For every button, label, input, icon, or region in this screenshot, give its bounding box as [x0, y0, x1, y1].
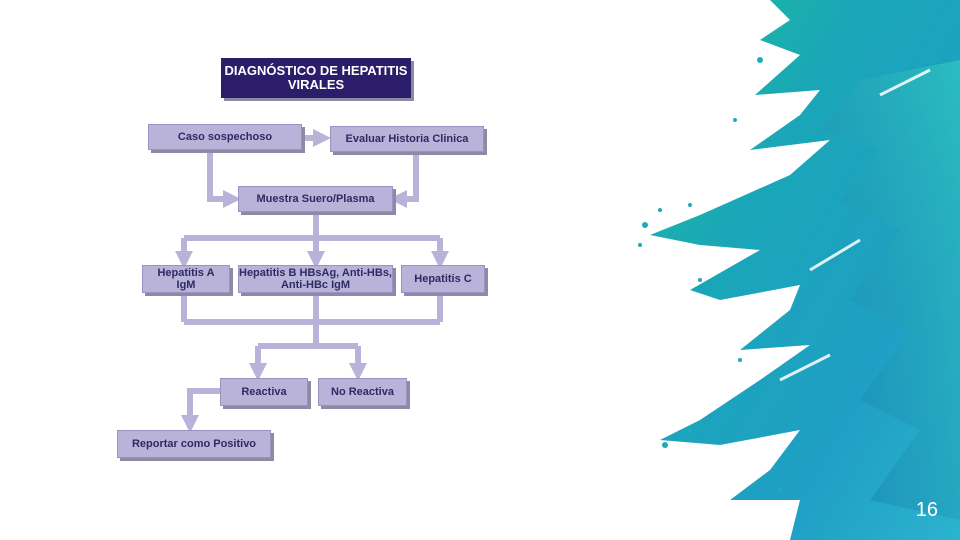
page-number: 16 [915, 499, 938, 521]
node-reportar-positivo-label: Reportar como Positivo [131, 438, 257, 450]
node-no-reactiva: No Reactiva [318, 378, 407, 406]
node-evaluar-historia-label: Evaluar Historia Clinica [345, 133, 469, 145]
node-hepatitis-b: Hepatitis B HBsAg, Anti-HBs, Anti-HBc Ig… [238, 265, 393, 293]
node-evaluar-historia: Evaluar Historia Clinica [330, 126, 484, 152]
arrow-reactiva-to-reportar [181, 388, 222, 433]
diagram-title: DIAGNÓSTICO DE HEPATITIS VIRALES [221, 58, 411, 98]
arrow-caso-to-muestra [207, 150, 241, 208]
node-caso-sospechoso-label: Caso sospechoso [177, 131, 273, 143]
node-hepatitis-c-label: Hepatitis C [414, 273, 472, 285]
node-hepatitis-a: Hepatitis A IgM [142, 265, 230, 293]
node-muestra-label: Muestra Suero/Plasma [256, 193, 375, 205]
node-caso-sospechoso: Caso sospechoso [148, 124, 302, 150]
node-reactiva: Reactiva [220, 378, 308, 406]
diagram-title-line2: VIRALES [287, 77, 345, 92]
node-no-reactiva-label: No Reactiva [331, 386, 394, 398]
node-reportar-positivo: Reportar como Positivo [117, 430, 271, 458]
node-hepatitis-a-line1: Hepatitis A [157, 267, 215, 279]
diagram-title-line1: DIAGNÓSTICO DE HEPATITIS [224, 63, 408, 78]
splash-white-streaks [779, 68, 931, 382]
node-muestra: Muestra Suero/Plasma [238, 186, 393, 212]
node-hepatitis-a-line2: IgM [176, 279, 196, 291]
node-hepatitis-c: Hepatitis C [401, 265, 485, 293]
node-reactiva-label: Reactiva [241, 386, 287, 398]
splash-droplets [638, 57, 782, 492]
splash-overlay [820, 60, 960, 520]
arrow-historia-to-muestra [389, 152, 419, 208]
node-hepatitis-b-line1: Hepatitis B HBsAg, Anti-HBs, [239, 267, 392, 279]
node-hepatitis-b-line2: Anti-HBc IgM [280, 279, 351, 291]
